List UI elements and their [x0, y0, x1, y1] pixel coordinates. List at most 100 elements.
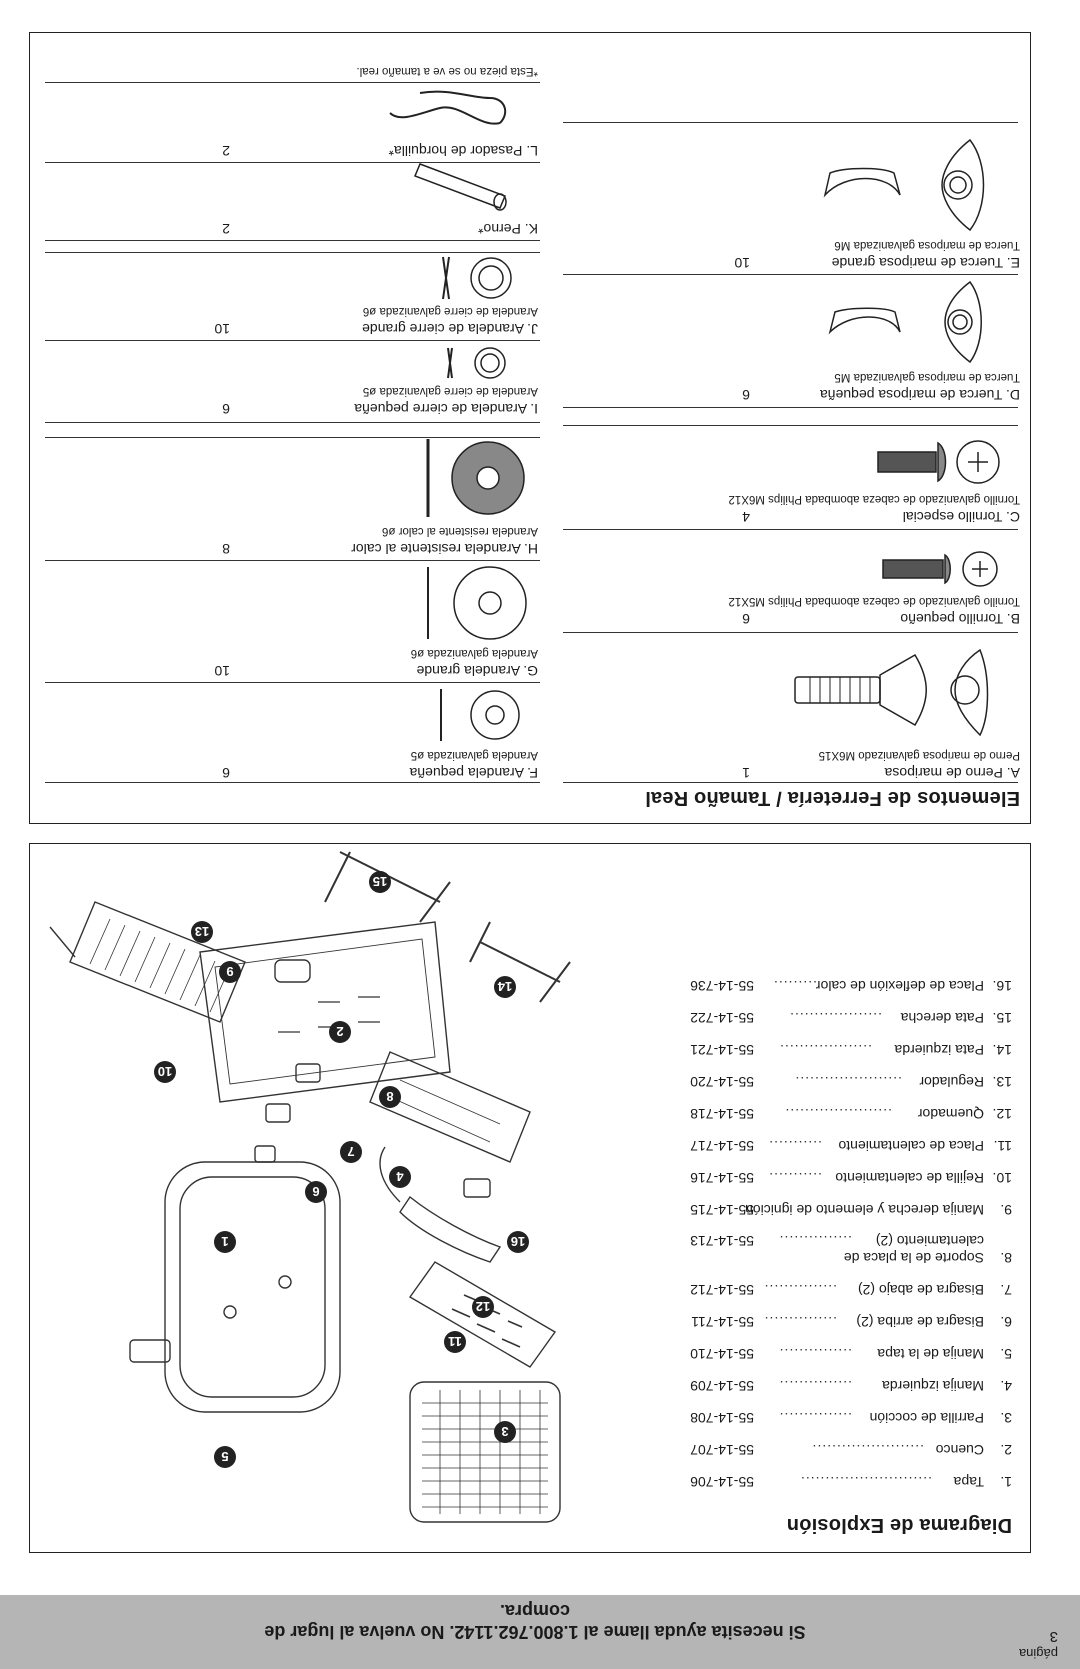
list-item: 12. Quemador ...................... 55-1… — [672, 1090, 1012, 1122]
item-letter: D. — [1006, 387, 1020, 403]
item-letter: C. — [1006, 509, 1020, 525]
hardware-section: Elementos de Ferretería / Tamaño Real A.… — [29, 32, 1031, 824]
part-code: 55-14-717 — [690, 1138, 754, 1154]
list-item: 16. Placa de deflexión de calor ........… — [672, 962, 1012, 994]
small-wing-nut-illustration — [828, 280, 982, 364]
list-item: 5. Manija de la tapa ............... 55-… — [672, 1330, 1012, 1362]
cooking-grate-illustration — [409, 1381, 561, 1523]
part-number: 8. — [1000, 1250, 1012, 1266]
leader-dots: ......... — [772, 978, 817, 994]
item-qty: 2 — [222, 143, 230, 159]
warming-rack-illustration — [49, 901, 246, 1023]
callout-3: 3 — [494, 1421, 516, 1443]
part-code: 55-14-716 — [690, 1170, 754, 1186]
svg-text:9: 9 — [226, 964, 233, 979]
leader-dots: ................... — [779, 1042, 872, 1058]
small-screw-illustration — [882, 551, 998, 587]
part-name: Manija izquierda — [882, 1378, 984, 1394]
item-qty: 8 — [222, 541, 230, 557]
part-number: 10. — [992, 1170, 1012, 1186]
item-spec: Arandela de cierre galvanizada ø5 — [362, 385, 538, 397]
callout-2: 2 — [329, 1021, 351, 1043]
svg-text:13: 13 — [195, 924, 209, 939]
item-name: Perno de mariposa — [884, 765, 1003, 781]
part-code: 55-14-711 — [691, 1314, 754, 1330]
leader-dots: ........... — [768, 1138, 822, 1154]
svg-text:8: 8 — [386, 1089, 393, 1104]
callout-14: 14 — [494, 976, 516, 998]
callout-1: 1 — [214, 1231, 236, 1253]
item-letter: J. — [527, 321, 538, 337]
svg-text:1: 1 — [221, 1234, 228, 1249]
leader-dots: ...................... — [784, 1106, 892, 1122]
item-name: Tornillo especial — [902, 509, 1003, 525]
leader-dots: ............... — [763, 1282, 837, 1298]
callout-7: 7 — [340, 1141, 362, 1163]
list-item: 6. Bisagra de arriba (2) ...............… — [672, 1298, 1012, 1330]
list-item: 7. Bisagra de abajo (2) ............... … — [672, 1266, 1012, 1298]
item-spec: Tornillo galvanizado de cabeza abombada … — [728, 595, 1020, 607]
callout-4: 4 — [389, 1166, 411, 1188]
exploded-illustration: 1 2 3 4 5 6 7 8 9 10 11 12 13 14 15 16 — [49, 851, 571, 1523]
hairpin-cotter-illustration — [389, 90, 507, 125]
item-name: Pasador de horquilla* — [388, 143, 523, 159]
part-code: 55-14-706 — [690, 1474, 754, 1490]
part-code: 55-14-710 — [690, 1346, 754, 1362]
list-item: 14. Pata izquierda ................... 5… — [672, 1026, 1012, 1058]
scale-note: *Esta pieza no se ve a tamaño real. — [356, 65, 538, 77]
item-name: Tuerca de mariposa pequeña — [819, 387, 1003, 403]
item-qty: 6 — [742, 387, 750, 403]
large-washer-illustration — [427, 566, 527, 640]
pin-illustration — [414, 163, 507, 211]
item-spec: Arandela galvanizada ø5 — [410, 749, 538, 761]
callout-16: 16 — [507, 1231, 529, 1253]
item-name: Arandela pequeña — [409, 765, 524, 781]
svg-text:4: 4 — [396, 1169, 404, 1184]
part-name: Soporte de la placa de — [843, 1250, 984, 1266]
item-letter: A. — [1006, 765, 1020, 781]
part-number: 9. — [1000, 1202, 1012, 1218]
page-number: 3 — [1049, 1628, 1058, 1645]
item-qty: 1 — [742, 765, 750, 781]
item-letter: I. — [530, 401, 538, 417]
parts-list: 1. Tapa ........................... 55-1… — [672, 962, 1012, 1490]
item-name: Arandela de cierre pequeña — [354, 401, 528, 417]
list-item: 11. Placa de calentamiento ........... 5… — [672, 1122, 1012, 1154]
part-number: 4. — [1000, 1378, 1012, 1394]
callout-15: 15 — [369, 871, 391, 893]
item-spec: Perno de mariposa galvanizado M6X15 — [818, 749, 1020, 761]
wing-bolt-illustration — [794, 648, 989, 737]
footer-band: página 3 Si necesita ayuda llame al 1.80… — [0, 1595, 1080, 1669]
part-code: 55-14-721 — [690, 1042, 754, 1058]
part-name: Manija de la tapa — [877, 1346, 984, 1362]
hardware-title: Elementos de Ferretería / Tamaño Real — [645, 787, 1020, 809]
item-spec: Arandela resistente al calor ø6 — [382, 525, 538, 537]
svg-text:12: 12 — [476, 1299, 490, 1314]
heat-resistant-washer-illustration — [426, 439, 525, 517]
part-code: 55-14-707 — [690, 1442, 754, 1458]
item-spec: Tornillo galvanizado de cabeza abombada … — [728, 493, 1020, 505]
callout-11: 11 — [444, 1331, 466, 1353]
help-line: Si necesita ayuda llame al 1.800.762.114… — [264, 1601, 806, 1642]
leader-dots: ............... — [778, 1233, 852, 1249]
item-qty: 4 — [742, 509, 750, 525]
item-name: Arandela resistente al calor — [351, 541, 521, 557]
part-code: 55-14-720 — [690, 1074, 754, 1090]
item-spec: Arandela de cierre galvanizada ø6 — [362, 305, 538, 317]
list-item: 9. Manija derecha y elemento de ignición… — [672, 1186, 1012, 1218]
part-code: 55-14-712 — [690, 1282, 754, 1298]
callout-6: 6 — [305, 1181, 327, 1203]
callout-13: 13 — [191, 921, 213, 943]
part-number: 14. — [992, 1042, 1012, 1058]
part-number: 11. — [993, 1138, 1012, 1154]
part-code: 55-14-708 — [690, 1410, 754, 1426]
item-spec: Tuerca de mariposa galvanizada M5 — [834, 371, 1020, 383]
svg-text:10: 10 — [158, 1064, 172, 1079]
special-screw-illustration — [877, 440, 1000, 484]
callout-5: 5 — [214, 1446, 236, 1468]
small-lock-washer-illustration — [447, 347, 506, 379]
svg-text:11: 11 — [448, 1334, 462, 1349]
leader-dots: ............... — [778, 1410, 852, 1426]
leader-dots: ....................... — [811, 1442, 924, 1458]
